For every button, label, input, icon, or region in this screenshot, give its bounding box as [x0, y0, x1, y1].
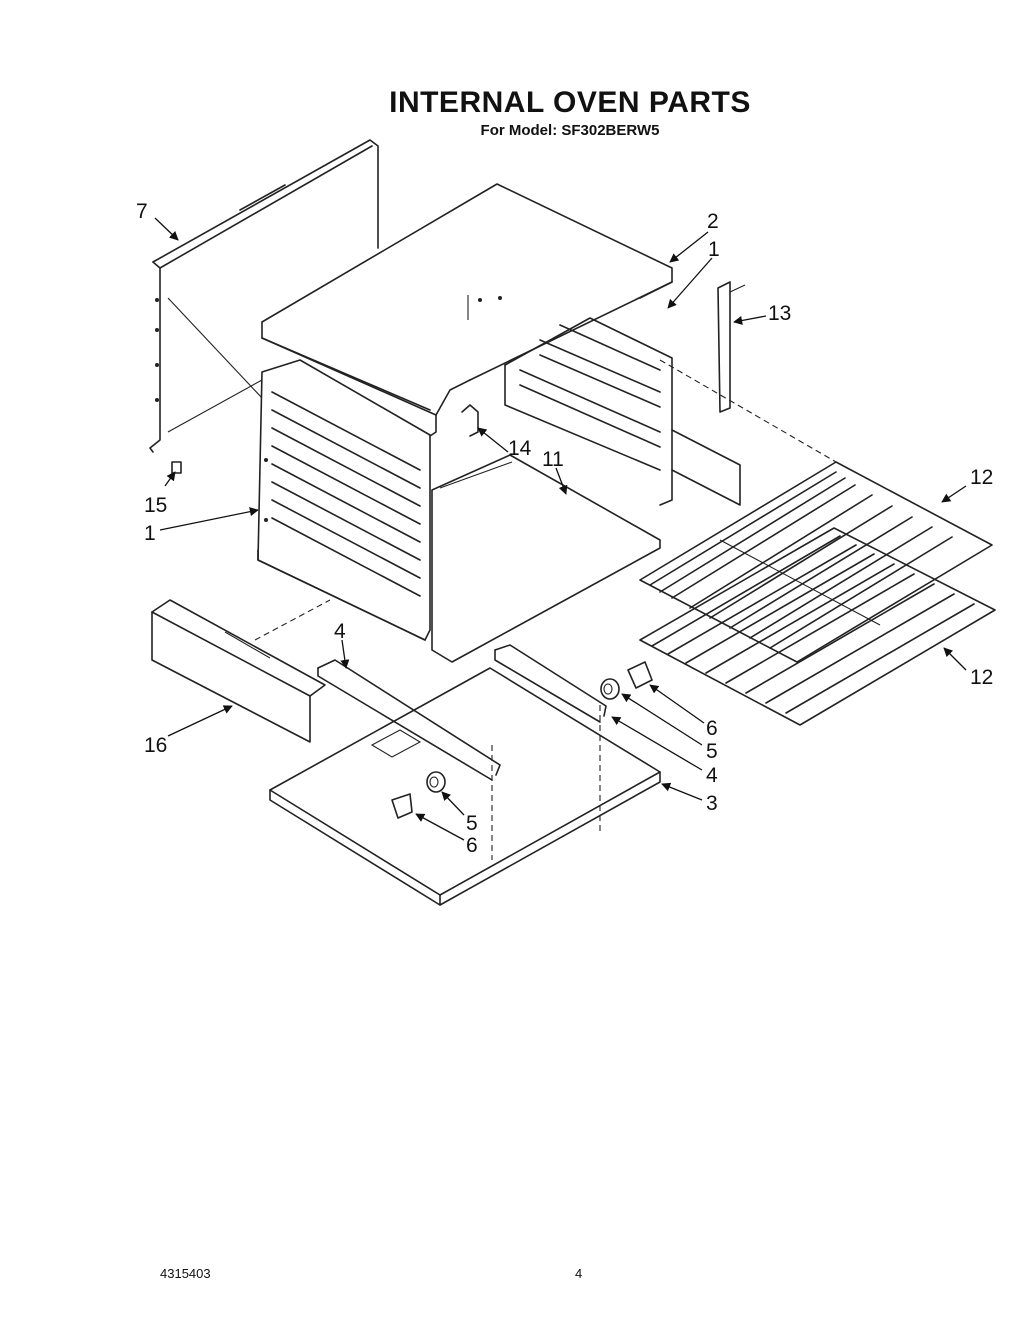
callout-13: 13: [768, 302, 791, 325]
rail-right: [494, 644, 607, 723]
callout-2: 2: [707, 210, 719, 233]
document-number: 4315403: [160, 1266, 211, 1281]
page-number: 4: [575, 1266, 583, 1281]
callout-1-left: 1: [144, 522, 156, 545]
right-side-rack: [504, 317, 741, 506]
left-side-rack: [257, 359, 431, 641]
small-clip: [171, 461, 182, 474]
callout-14: 14: [508, 437, 532, 460]
rail-left: [317, 659, 501, 781]
top-cover: [261, 183, 673, 437]
vent-cover: [151, 599, 326, 743]
oven-rack-lower: [639, 527, 996, 726]
callout-4-left: 4: [334, 620, 346, 643]
callout-16: 16: [144, 734, 167, 757]
bracket-hook: [461, 404, 479, 437]
callout-4-right: 4: [706, 764, 718, 787]
callout-12-upper: 12: [970, 466, 993, 489]
model-subtitle: For Model: SF302BERW5: [480, 122, 660, 139]
callout-1-right: 1: [708, 238, 720, 261]
bottom-panel: [269, 667, 661, 906]
callout-12-lower: 12: [970, 666, 993, 689]
roller-right: [600, 678, 620, 700]
cap-right: [627, 661, 653, 689]
callout-11: 11: [542, 448, 564, 471]
callout-15: 15: [144, 494, 167, 517]
side-bracket: [717, 281, 746, 413]
callout-7: 7: [136, 200, 148, 223]
callout-3: 3: [706, 792, 718, 815]
callout-6-left: 6: [466, 834, 478, 857]
roller-left: [426, 771, 446, 793]
rear-frame-panel: [149, 139, 379, 453]
callout-5-left: 5: [466, 812, 478, 835]
callout-6-right: 6: [706, 717, 718, 740]
oven-bottom: [431, 454, 661, 663]
cap-left: [391, 793, 413, 819]
oven-rack-upper: [639, 461, 993, 663]
callout-5-right: 5: [706, 740, 718, 763]
page-title: INTERNAL OVEN PARTS: [389, 86, 751, 119]
